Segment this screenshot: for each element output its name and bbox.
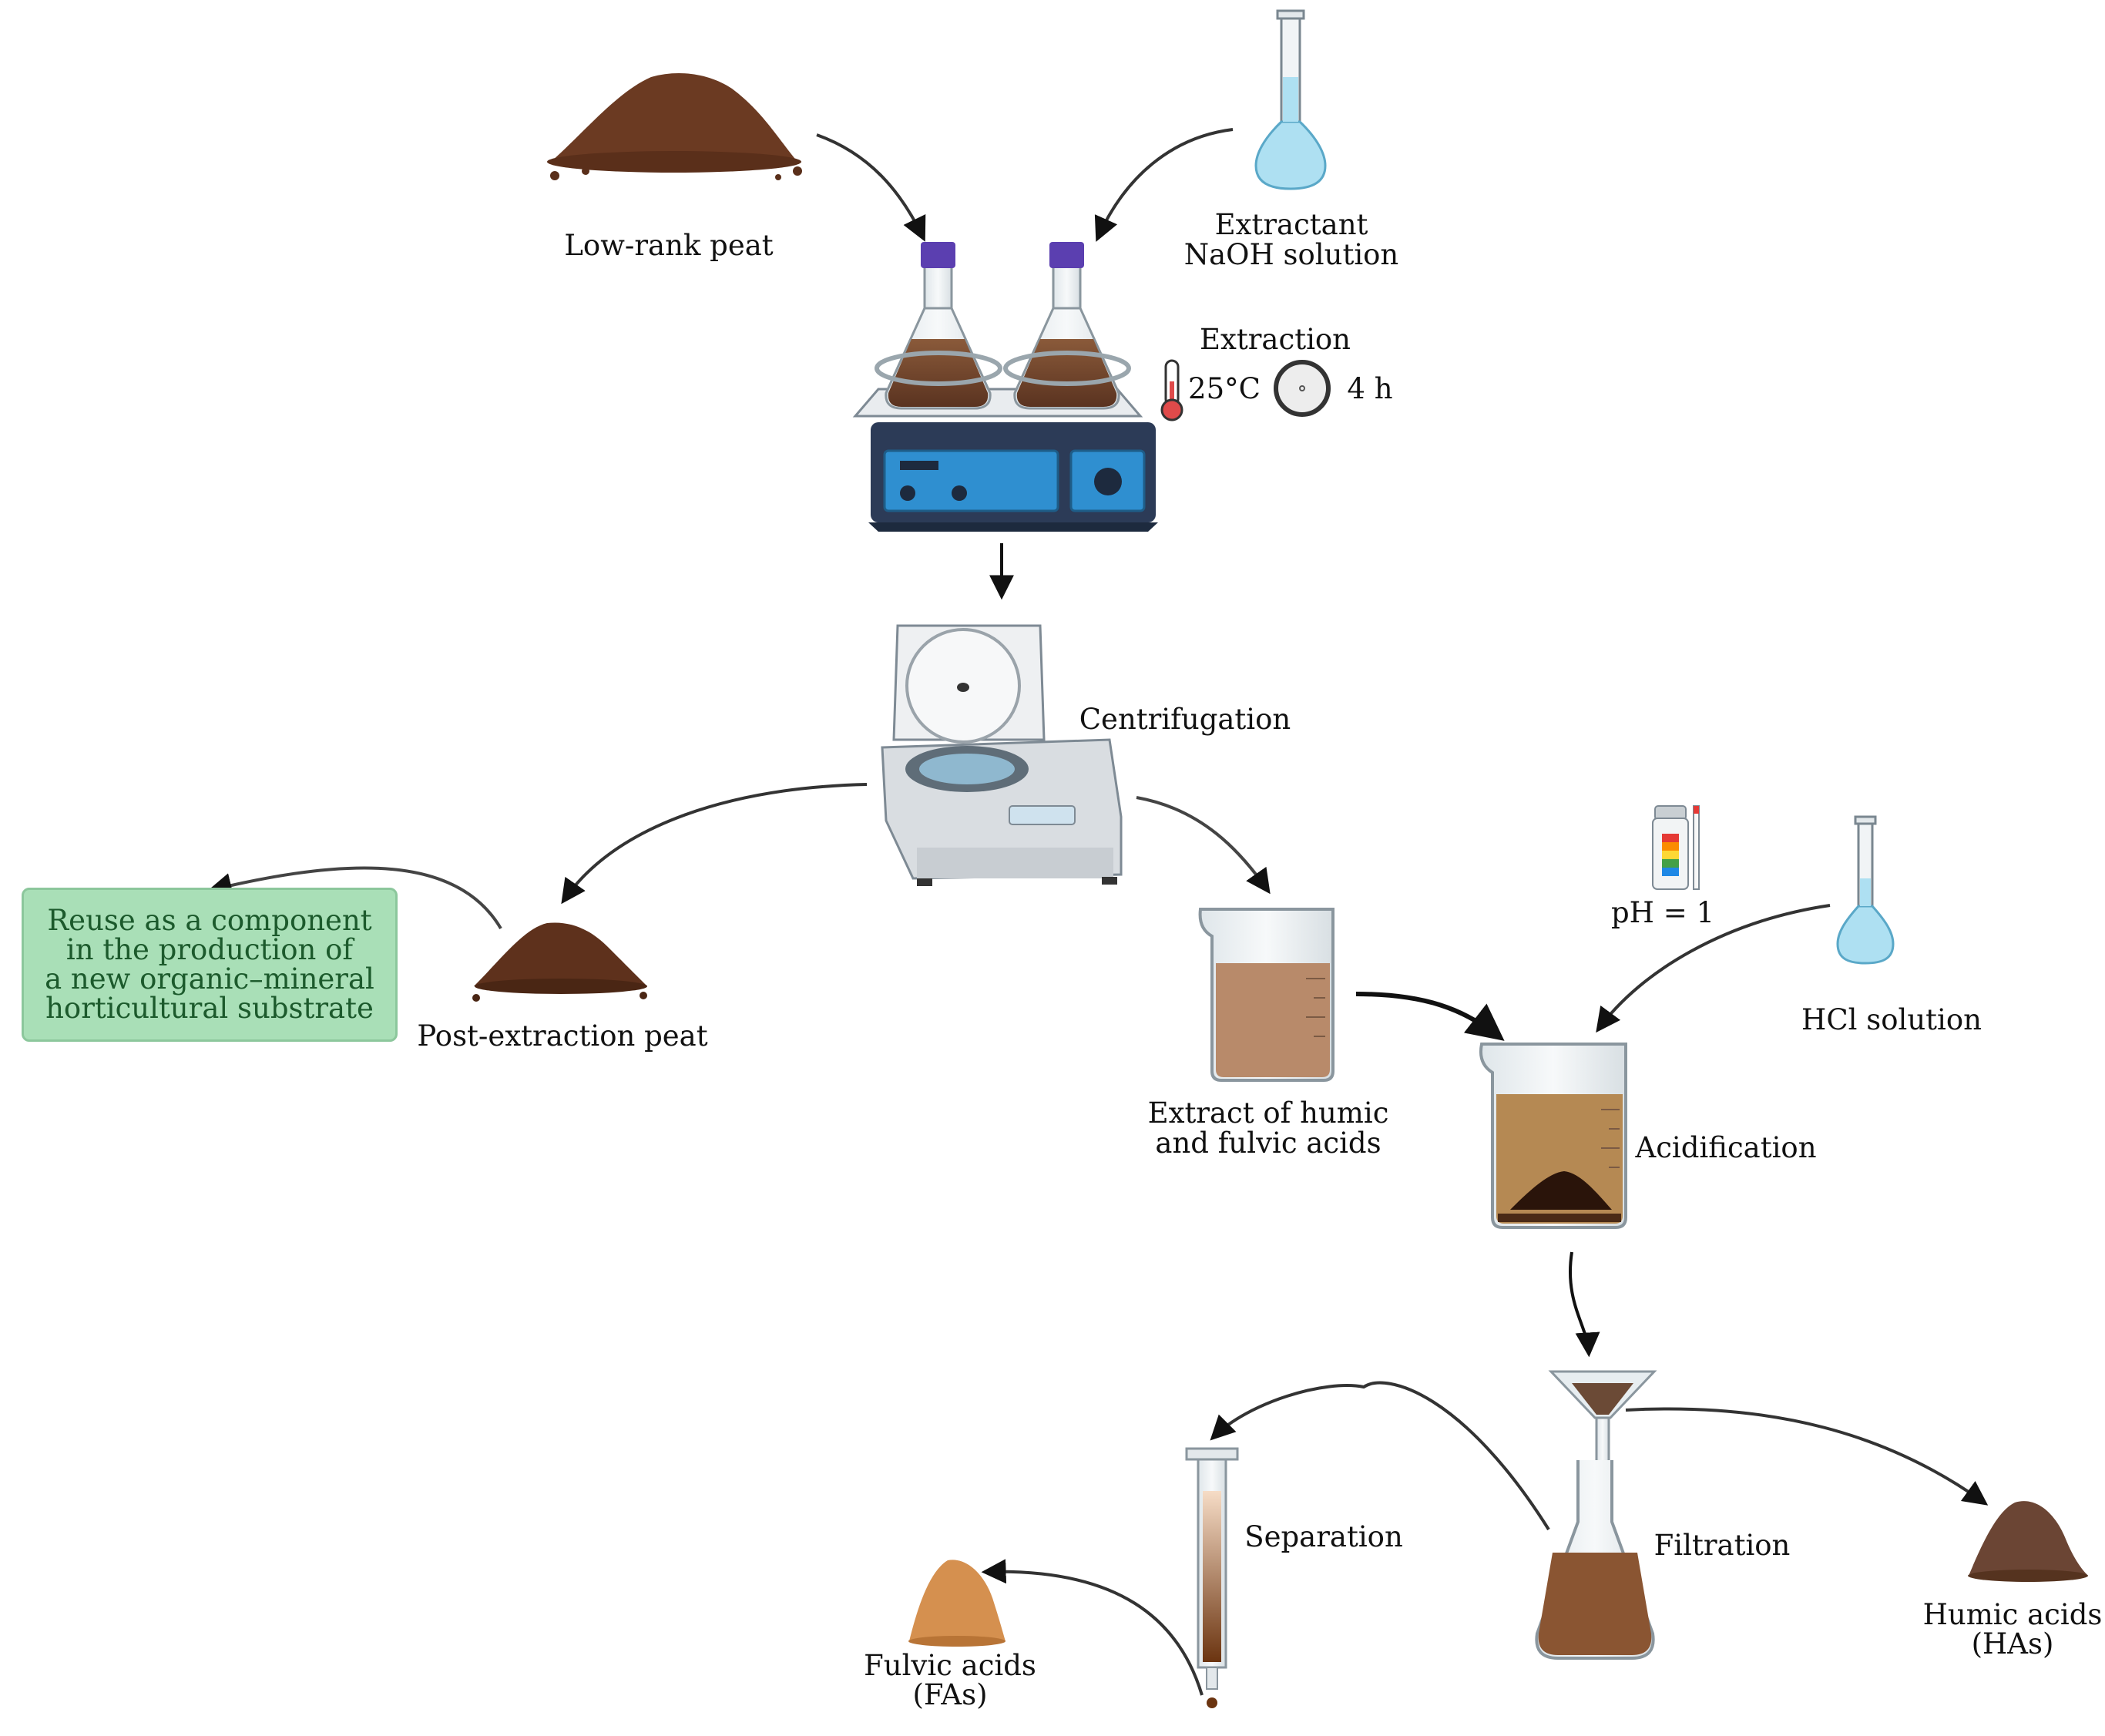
- label-fulvic-line2: (FAs): [912, 1678, 988, 1711]
- ph-strip-icon: [1652, 805, 1700, 890]
- flow-arrows: [206, 128, 1989, 1696]
- humic-acids-pile: [1968, 1501, 2088, 1582]
- reuse-line3: a new organic–mineral: [45, 962, 374, 996]
- arrow-acidification-to-filtration: [1569, 1251, 1600, 1358]
- post-extraction-peat-pile: [472, 922, 647, 1002]
- label-extractant-line1: Extractant: [1214, 208, 1368, 241]
- label-humic-line1: Humic acids: [1922, 1598, 2103, 1631]
- label-extract-line2: and fulvic acids: [1155, 1127, 1382, 1160]
- label-temperature: 25°C: [1188, 372, 1261, 405]
- clock-icon: [1274, 360, 1331, 417]
- reuse-line2: in the production of: [65, 933, 354, 966]
- extraction-flask-left: [875, 242, 1002, 410]
- centrifuge: [881, 624, 1123, 886]
- arrow-hcl-to-acidification: [1596, 904, 1831, 1033]
- label-fulvic-line1: Fulvic acids: [864, 1649, 1036, 1682]
- label-time: 4 h: [1347, 372, 1393, 405]
- label-centrifugation: Centrifugation: [1079, 703, 1291, 736]
- label-humic-line2: (HAs): [1971, 1627, 2054, 1660]
- label-post-extraction-peat: Post-extraction peat: [417, 1019, 708, 1053]
- orbital-shaker: [852, 388, 1158, 532]
- arrow-separation-to-fulvic: [981, 1559, 1204, 1696]
- label-extractant-line2: NaOH solution: [1183, 238, 1399, 271]
- arrow-post-peat-to-reuse: [206, 866, 502, 930]
- label-separation: Separation: [1244, 1520, 1403, 1553]
- arrow-peat-to-extraction: [816, 133, 926, 242]
- arrow-filtration-to-separation: [1210, 1381, 1550, 1531]
- label-ph: pH = 1: [1610, 896, 1715, 929]
- extract-beaker: [1198, 908, 1335, 1082]
- low-rank-peat-pile: [547, 73, 802, 180]
- arrow-centrifuge-to-extract: [1136, 796, 1271, 895]
- extraction-flask-right: [1003, 242, 1131, 410]
- label-hcl-solution: HCl solution: [1801, 1003, 1982, 1036]
- reuse-line4: horticultural substrate: [45, 992, 374, 1025]
- thermometer-icon: [1160, 359, 1183, 421]
- arrow-filtration-to-humic: [1625, 1407, 1989, 1506]
- filtration-setup: [1535, 1370, 1657, 1660]
- arrow-extract-to-acidification: [1355, 992, 1505, 1041]
- arrow-centrifuge-to-post-peat: [561, 783, 868, 905]
- arrow-naoh-to-extraction: [1094, 128, 1234, 242]
- label-extract-line1: Extract of humic: [1147, 1096, 1389, 1130]
- label-filtration: Filtration: [1653, 1529, 1791, 1562]
- fulvic-acids-pile: [908, 1560, 1005, 1647]
- label-low-rank-peat: Low-rank peat: [564, 229, 774, 262]
- label-extraction: Extraction: [1199, 323, 1351, 356]
- naoh-volumetric-flask: [1254, 9, 1327, 190]
- hcl-volumetric-flask: [1836, 815, 1895, 965]
- label-acidification: Acidification: [1635, 1131, 1817, 1164]
- reuse-line1: Reuse as a component: [47, 904, 372, 937]
- acidification-beaker: [1479, 1043, 1627, 1229]
- reuse-box: Reuse as a component in the production o…: [22, 888, 398, 1042]
- separation-column: [1185, 1447, 1239, 1708]
